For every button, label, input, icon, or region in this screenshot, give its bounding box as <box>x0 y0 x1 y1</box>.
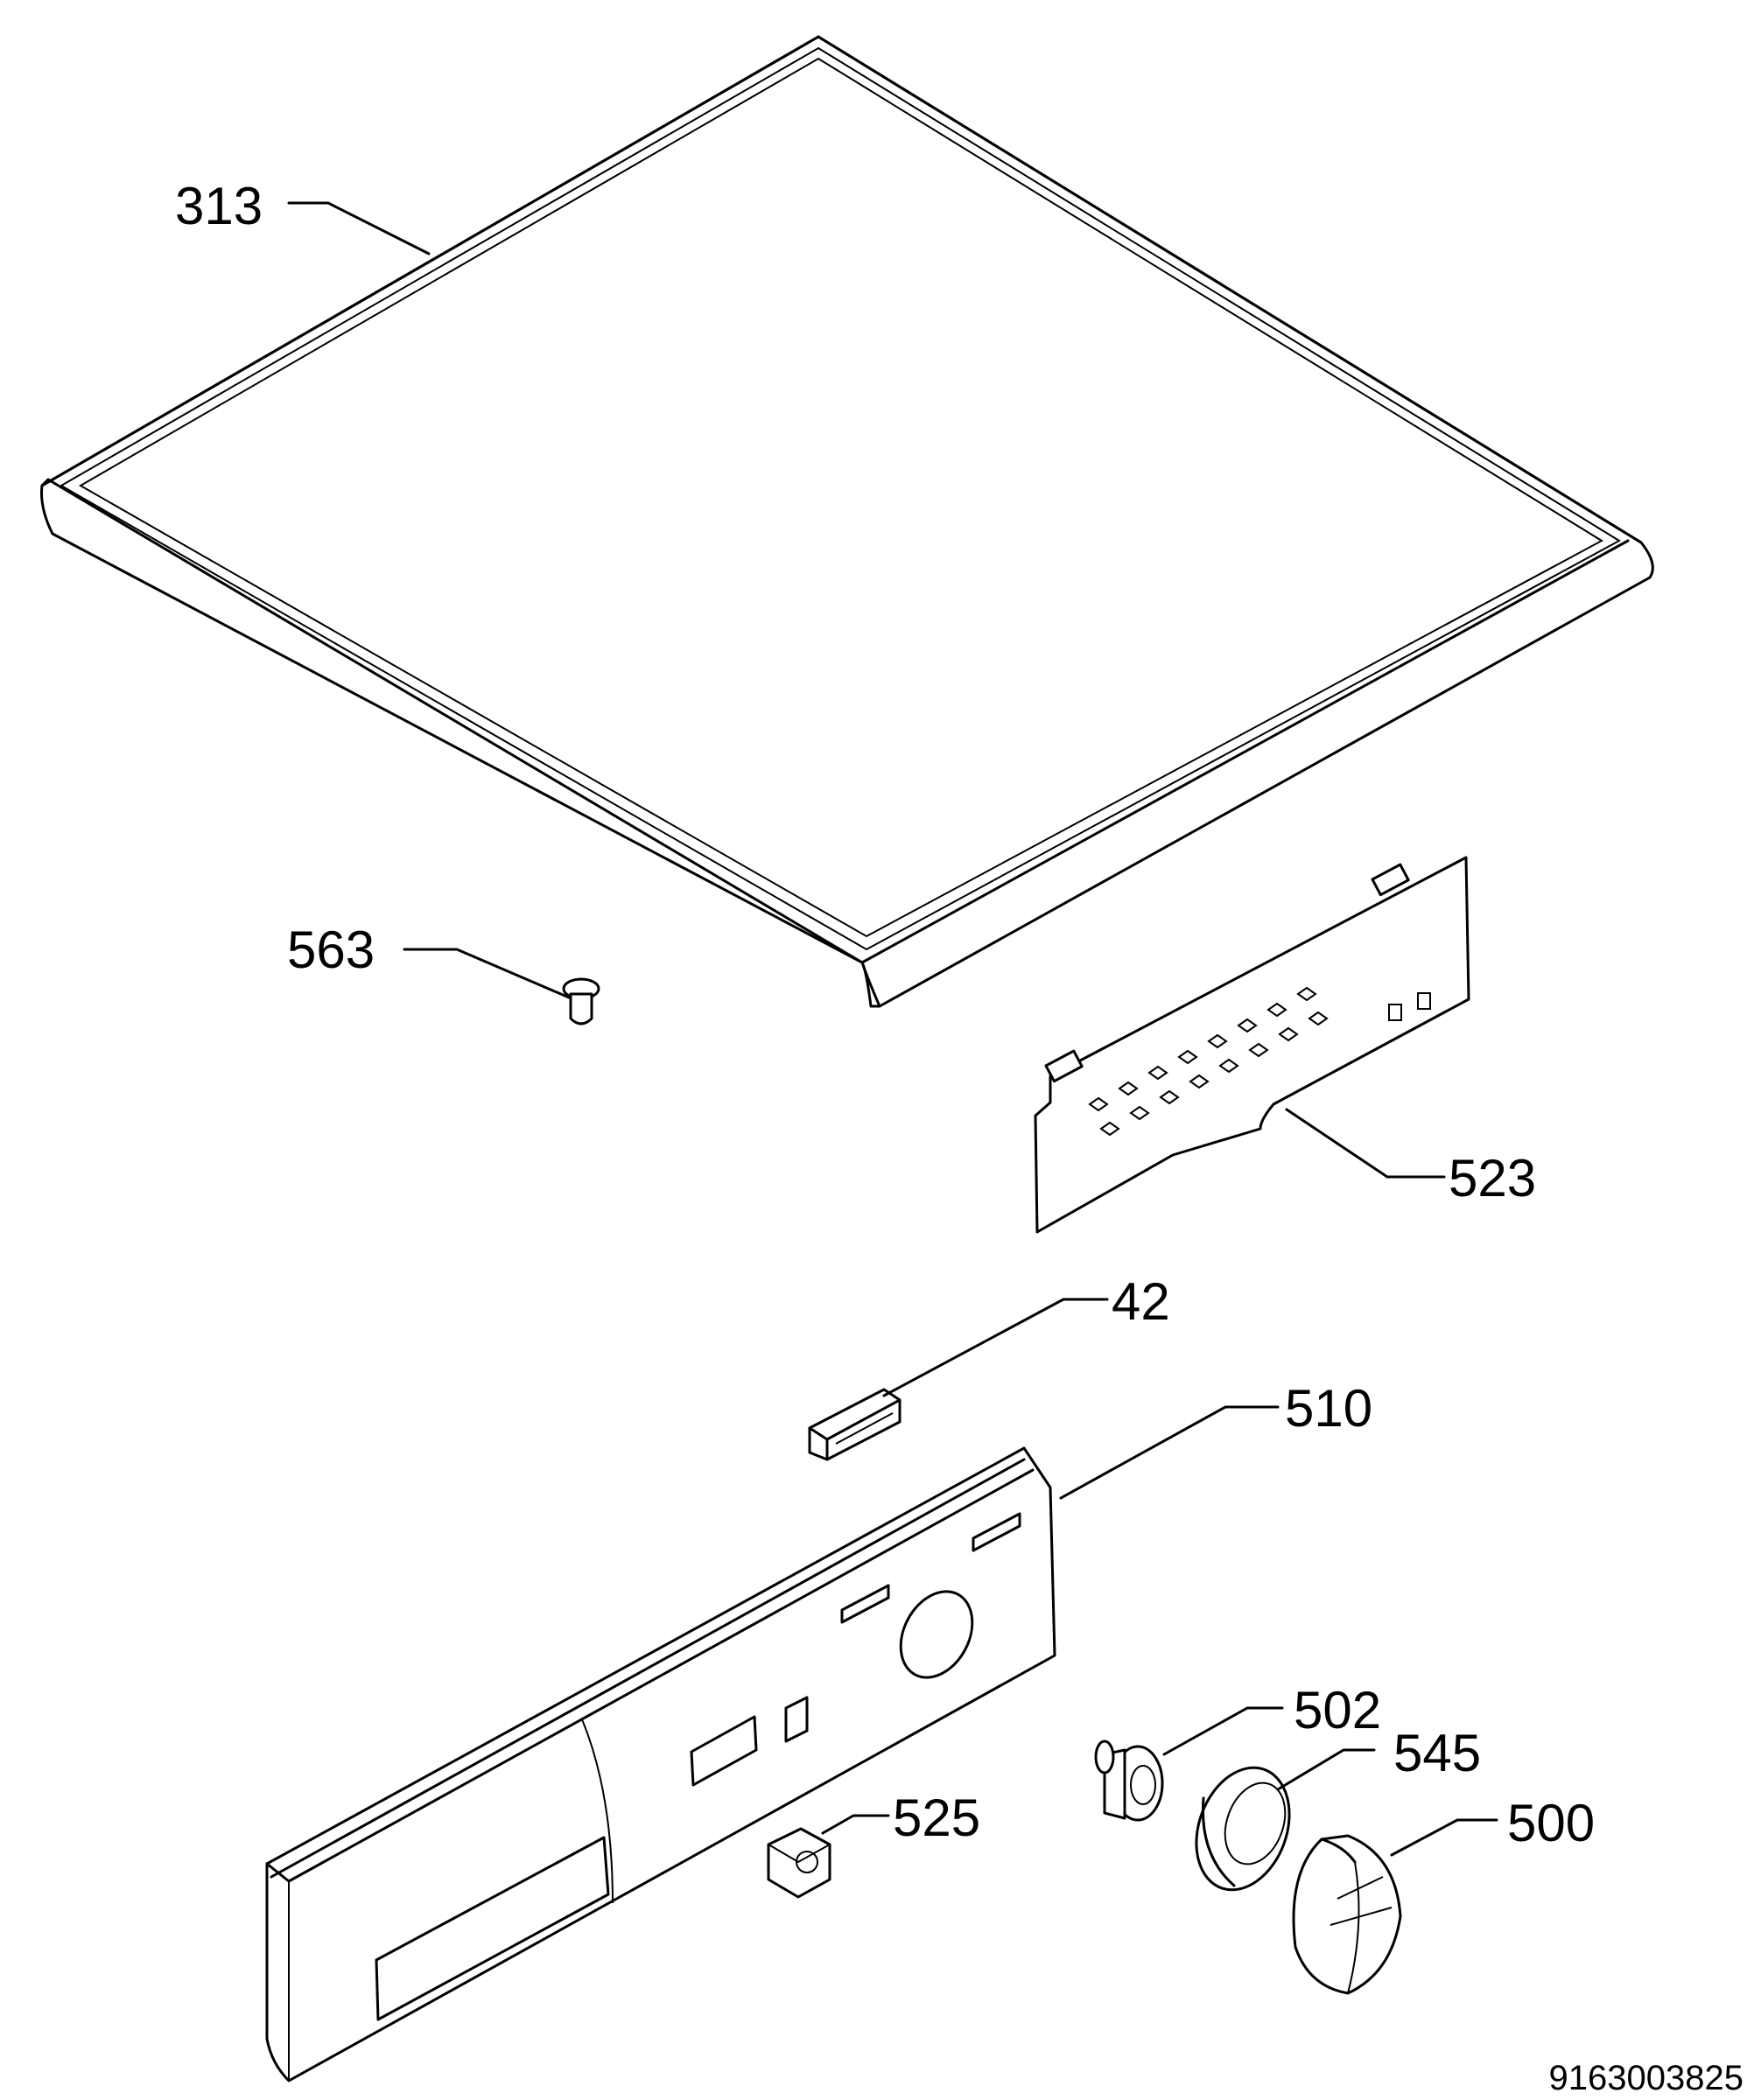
callout-510: 510 <box>1285 1379 1372 1438</box>
knob-adapter <box>1094 1740 1164 1822</box>
knob-ring <box>1195 1766 1291 1892</box>
screw-plug <box>562 977 600 1026</box>
document-number: 9163003825 <box>1549 2059 1743 2097</box>
switch-clip <box>808 1388 902 1461</box>
callout-500: 500 <box>1507 1794 1595 1852</box>
leader-lines <box>287 201 1498 1857</box>
board-hole <box>1207 1033 1228 1049</box>
board-hole <box>1099 1121 1120 1137</box>
callout-525: 525 <box>893 1788 980 1847</box>
callout-523: 523 <box>1449 1149 1536 1208</box>
board-hole <box>1177 1049 1198 1065</box>
board-hole <box>1189 1074 1210 1089</box>
board-hole <box>1237 1018 1258 1033</box>
board-hole <box>1147 1065 1168 1081</box>
board-hole <box>1088 1096 1109 1112</box>
control-circuit-board <box>1034 856 1470 1234</box>
push-button <box>767 1827 831 1899</box>
board-hole <box>1129 1105 1150 1121</box>
board-hole <box>1159 1089 1180 1105</box>
board-hole <box>1308 1011 1329 1026</box>
callout-563: 563 <box>287 920 375 979</box>
control-knob <box>1292 1834 1402 1995</box>
board-hole <box>1218 1058 1239 1074</box>
callout-545: 545 <box>1393 1724 1481 1782</box>
control-panel-fascia <box>265 1446 1056 2082</box>
top-cover-panel <box>40 35 1654 1008</box>
board-hole <box>1248 1042 1269 1058</box>
board-hole <box>1266 1002 1287 1018</box>
callout-42: 42 <box>1112 1272 1170 1331</box>
board-hole <box>1118 1081 1139 1096</box>
board-hole <box>1278 1026 1299 1042</box>
callout-313: 313 <box>175 177 263 235</box>
board-hole <box>1296 986 1317 1002</box>
callout-502: 502 <box>1294 1681 1381 1740</box>
